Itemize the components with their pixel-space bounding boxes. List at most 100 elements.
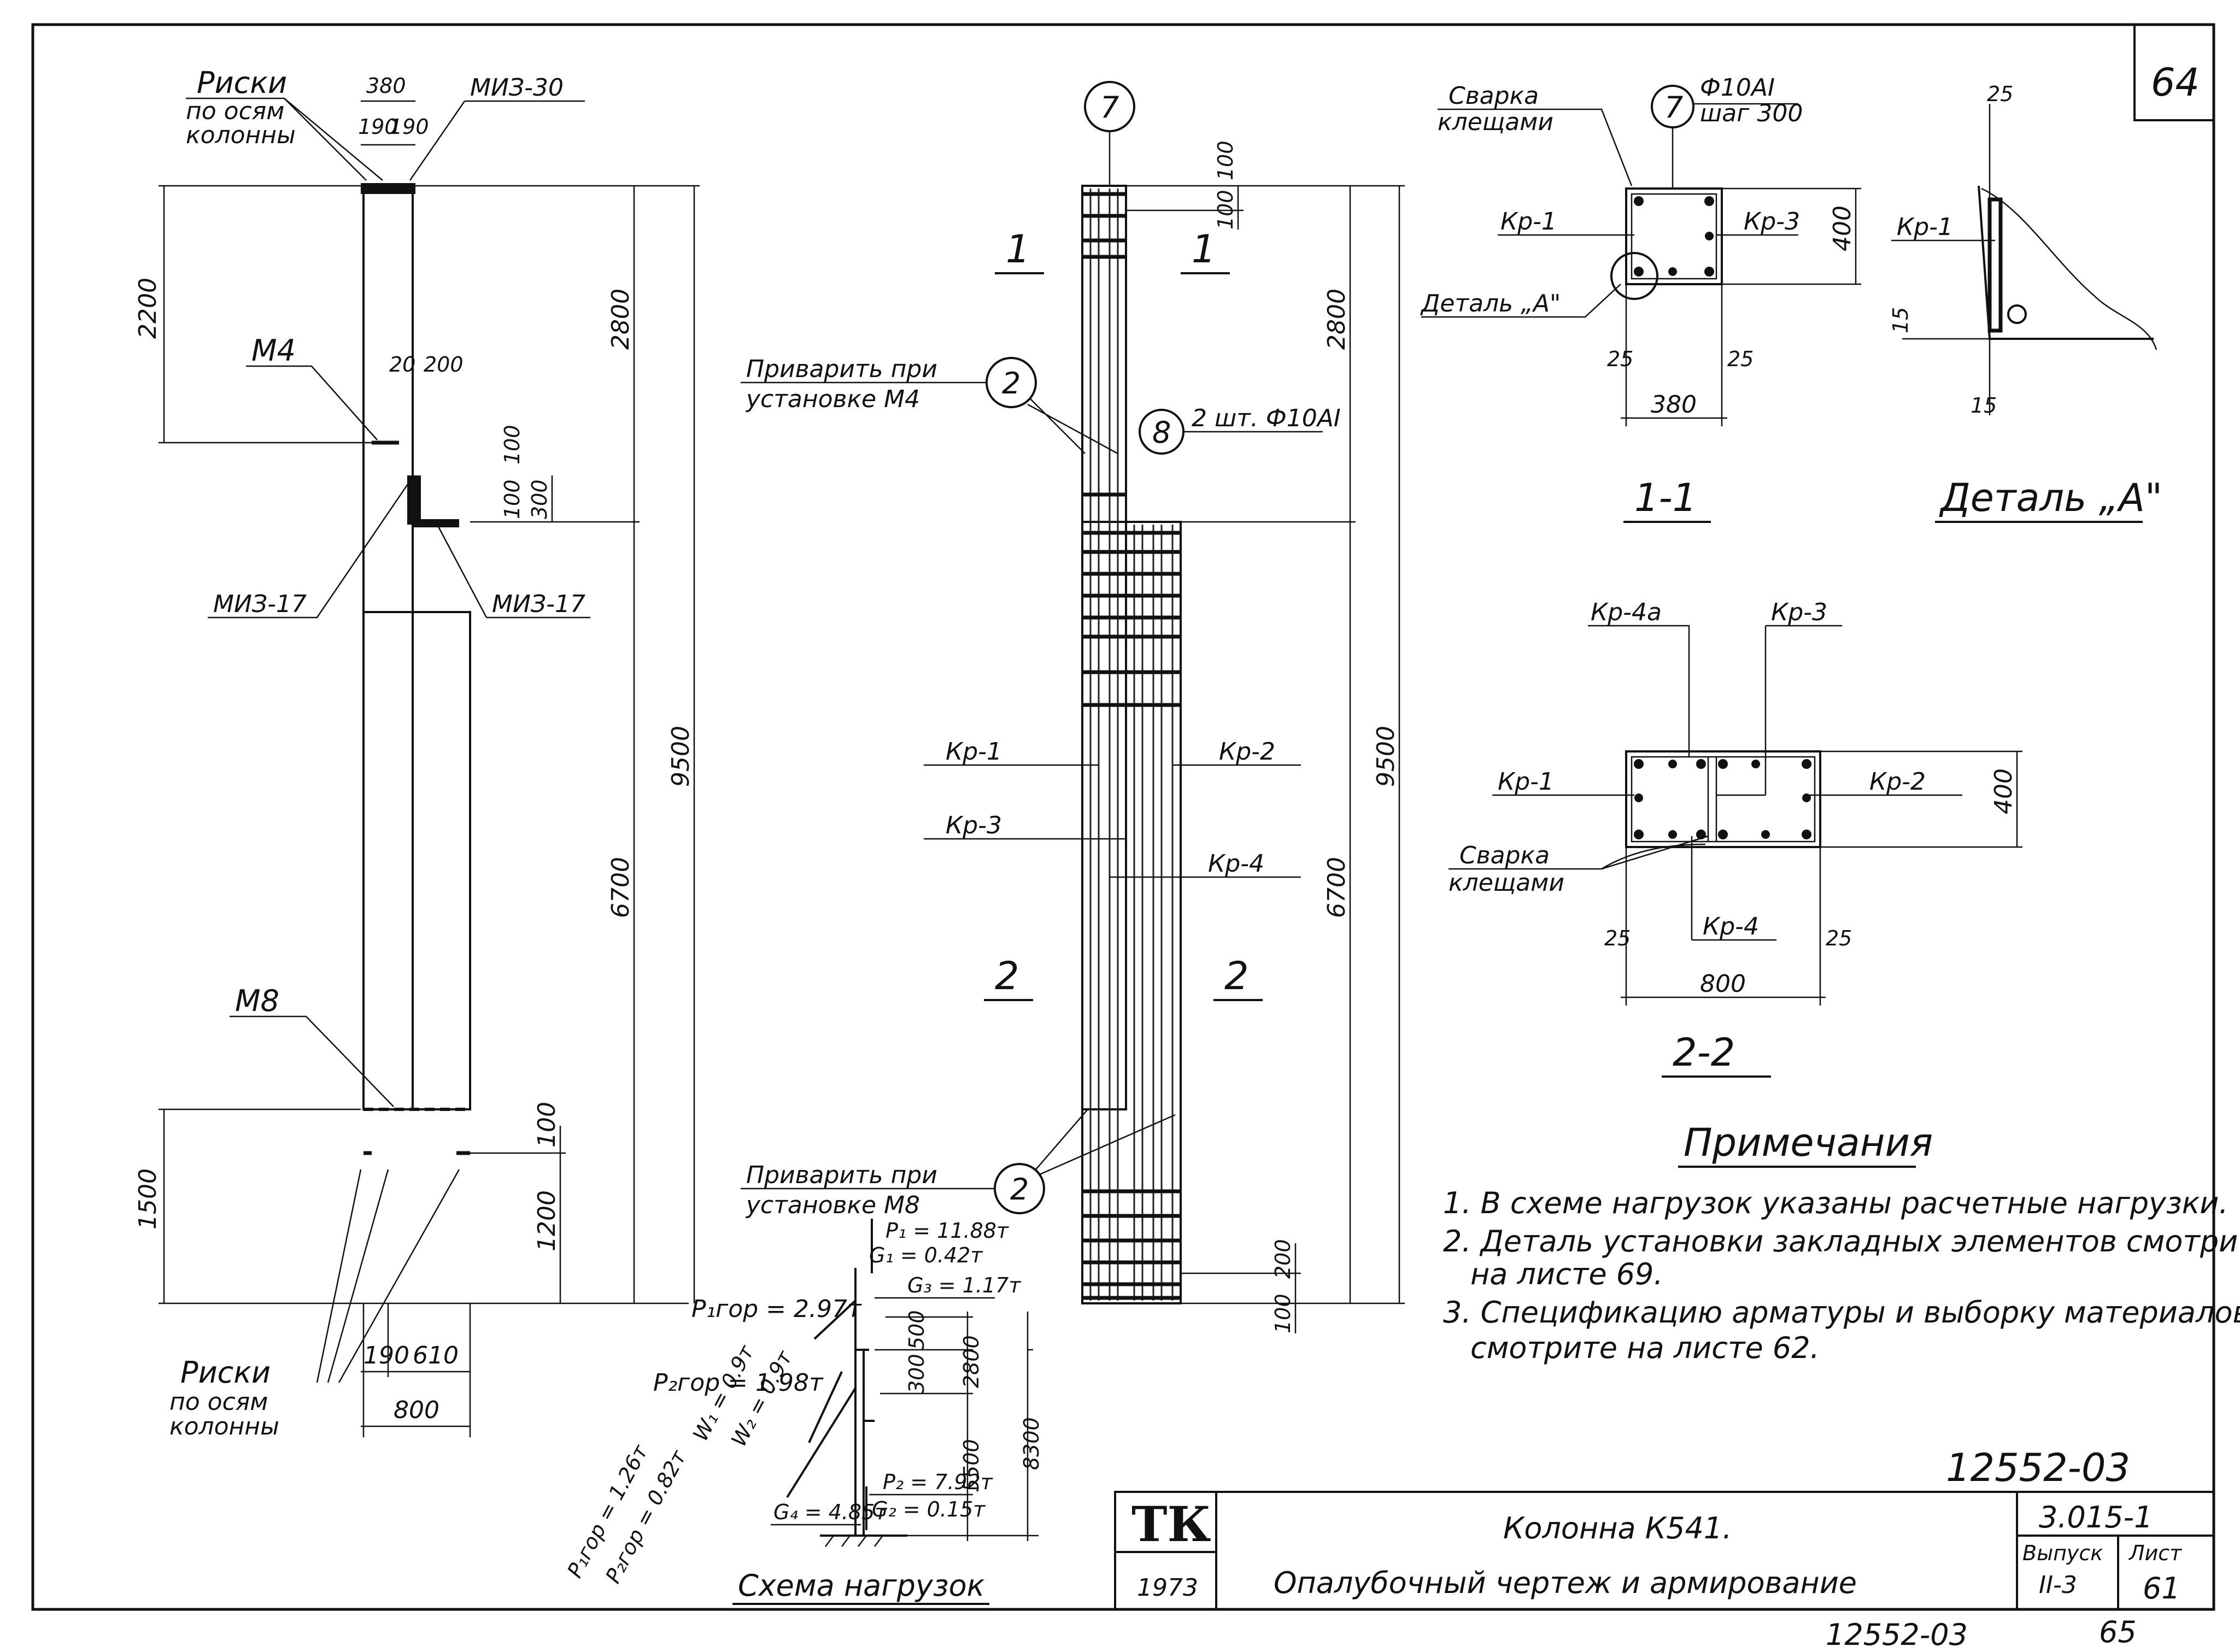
tb-logo: ТК — [1131, 1496, 1211, 1553]
ls-dim-500: 500 — [905, 1310, 929, 1350]
sheet-number-box: 64 — [2133, 25, 2214, 121]
note-2: 2. Деталь установки закладных элементов … — [1443, 1224, 2240, 1259]
section-2-right: 2 — [1224, 954, 1249, 998]
s11-weld-1: Сварка — [1449, 82, 1539, 110]
s22-dim-400: 400 — [1990, 768, 2018, 814]
s11-detail-label: Деталь „А" — [1420, 290, 1561, 318]
section-1-right: 1 — [1192, 227, 1216, 272]
footer-right: 65 — [2099, 1615, 2137, 1649]
ls-p1: P₁ = 11.88т — [886, 1219, 1010, 1243]
dim-20: 20 — [389, 352, 415, 377]
dim-1200: 1200 — [533, 1190, 561, 1251]
s11-dim-380: 380 — [1651, 391, 1697, 419]
ls-dim-5500: 5500 — [959, 1439, 983, 1492]
marks-label-bottom-1: Риски — [180, 1355, 271, 1390]
reb-dim-6700: 6700 — [1323, 857, 1351, 918]
reinforcement-view: 2800 6700 9500 100 100 200 100 7 2 8 2 ш… — [741, 81, 1405, 1333]
dim-1500: 1500 — [134, 1168, 162, 1230]
s11-weld-2: клещами — [1438, 108, 1553, 136]
marks-label-top-2: по осям — [186, 97, 284, 125]
kr1-label: Кр-1 — [946, 738, 1002, 766]
note-2b: на листе 69. — [1470, 1257, 1663, 1291]
m4-label: М4 — [251, 333, 296, 368]
reb-dim-100-bot: 100 — [1271, 1294, 1295, 1333]
detail-kr1: Кр-1 — [1897, 213, 1953, 241]
dim-100: 100 — [533, 1102, 561, 1148]
s22-kr1: Кр-1 — [1498, 768, 1554, 796]
tb-name: Колонна К541. — [1503, 1511, 1732, 1545]
notes-block: Примечания 1. В схеме нагрузок указаны р… — [1443, 1120, 2240, 1365]
ls-p1gor: P₁гор = 2.97т — [691, 1295, 862, 1323]
tb-sheet: 61 — [2143, 1571, 2180, 1606]
kr2-label: Кр-2 — [1219, 738, 1275, 766]
dim-380-top: 380 — [366, 74, 406, 98]
marks-label-bottom-3: колонны — [169, 1413, 279, 1441]
tb-subtitle: Опалубочный чертеж и армирование — [1274, 1566, 1857, 1600]
s22-weld-1: Сварка — [1459, 842, 1550, 869]
callout-7: 7 — [1100, 90, 1119, 125]
section-1-left: 1 — [1006, 227, 1030, 272]
miz-30-label: МИЗ-30 — [470, 74, 564, 102]
tb-year: 1973 — [1137, 1574, 1198, 1602]
ls-g2: G₂ = 0.15т — [872, 1497, 986, 1521]
elevation-view: 2200 1500 2800 6700 9500 1200 100 300 10… — [134, 66, 700, 1441]
detail-a: Кр-1 25 15 15 Деталь „А" — [1889, 82, 2162, 523]
s22-dim-25-a: 25 — [1604, 926, 1631, 950]
ls-p2: P₂ = 7.92т — [883, 1470, 994, 1494]
dim-9500-elev: 9500 — [667, 726, 695, 787]
dim-300-bracket: 300 — [527, 479, 552, 519]
reb-dim-2800: 2800 — [1323, 289, 1351, 350]
tb-issue-label: Выпуск — [2022, 1541, 2103, 1565]
s11-dim-25-b: 25 — [1727, 347, 1754, 371]
sheet-number-top: 64 — [2151, 60, 2200, 105]
kr4-label: Кр-4 — [1208, 850, 1264, 878]
ls-title: Схема нагрузок — [738, 1568, 985, 1603]
s22-dim-25-b: 25 — [1826, 926, 1852, 950]
title-block: ТК 1973 Колонна К541. Опалубочный чертеж… — [1114, 1491, 2215, 1610]
miz-17-left-label: МИЗ-17 — [213, 590, 307, 618]
s11-kr1: Кр-1 — [1500, 208, 1557, 236]
note-3: 3. Спецификацию арматуры и выборку матер… — [1443, 1295, 2240, 1330]
s11-kr3: Кр-3 — [1744, 208, 1800, 236]
dim-190-base: 190 — [363, 1342, 409, 1369]
callout-8: 8 — [1152, 415, 1171, 450]
marks-label-top-3: колонны — [186, 121, 296, 149]
reb-dim-top-a: 100 — [1213, 140, 1238, 180]
s11-dim-400: 400 — [1828, 205, 1856, 251]
m8-label: М8 — [235, 984, 279, 1018]
s22-kr4a: Кр-4а — [1591, 598, 1662, 626]
ls-g1: G₁ = 0.42т — [869, 1243, 983, 1267]
footer-left: 12552-03 — [1826, 1618, 1968, 1652]
weld-m4-2: установке М4 — [745, 385, 920, 413]
s11-title: 1-1 — [1634, 475, 1697, 520]
ls-dim-2800: 2800 — [959, 1335, 983, 1388]
s22-kr4: Кр-4 — [1703, 913, 1759, 940]
detail-title: Деталь „А" — [1939, 475, 2162, 520]
weld-m4-1: Приварить при — [746, 355, 937, 383]
note-3b: смотрите на листе 62. — [1470, 1331, 1820, 1365]
detail-dim-15-b: 15 — [1971, 393, 1997, 418]
section-2-2: Кр-4а Кр-3 Кр-1 Кр-2 400 Сварка клещами … — [1449, 598, 2022, 1078]
tb-code: 3.015-1 — [2039, 1500, 2153, 1535]
reb-dim-9500: 9500 — [1372, 726, 1400, 787]
dim-100-bracket-b: 100 — [500, 479, 524, 519]
callout-2b: 2 — [1010, 1172, 1029, 1207]
s11-callout-7: 7 — [1664, 90, 1683, 125]
dim-190-a: 190 — [358, 115, 398, 139]
section-2-left: 2 — [995, 954, 1019, 998]
ls-dim-300: 300 — [905, 1354, 929, 1394]
ls-g3: G₃ = 1.17т — [907, 1273, 1022, 1297]
dim-200: 200 — [424, 352, 464, 377]
marks-label-top-1: Риски — [197, 66, 287, 100]
sheet-frame — [31, 23, 2215, 1611]
reb-dim-200: 200 — [1271, 1239, 1295, 1279]
dim-800-base: 800 — [394, 1396, 439, 1424]
s22-dim-800: 800 — [1700, 970, 1746, 998]
dim-610-base: 610 — [413, 1342, 459, 1369]
detail-dim-15-a: 15 — [1889, 307, 1913, 333]
weld-m8-2: установке М8 — [745, 1191, 920, 1219]
s22-kr2: Кр-2 — [1869, 768, 1926, 796]
dim-2800-elev: 2800 — [607, 289, 635, 350]
section-1-1: 7 Ф10АI шаг 300 Сварка клещами Кр-1 Кр-3… — [1420, 74, 1861, 523]
